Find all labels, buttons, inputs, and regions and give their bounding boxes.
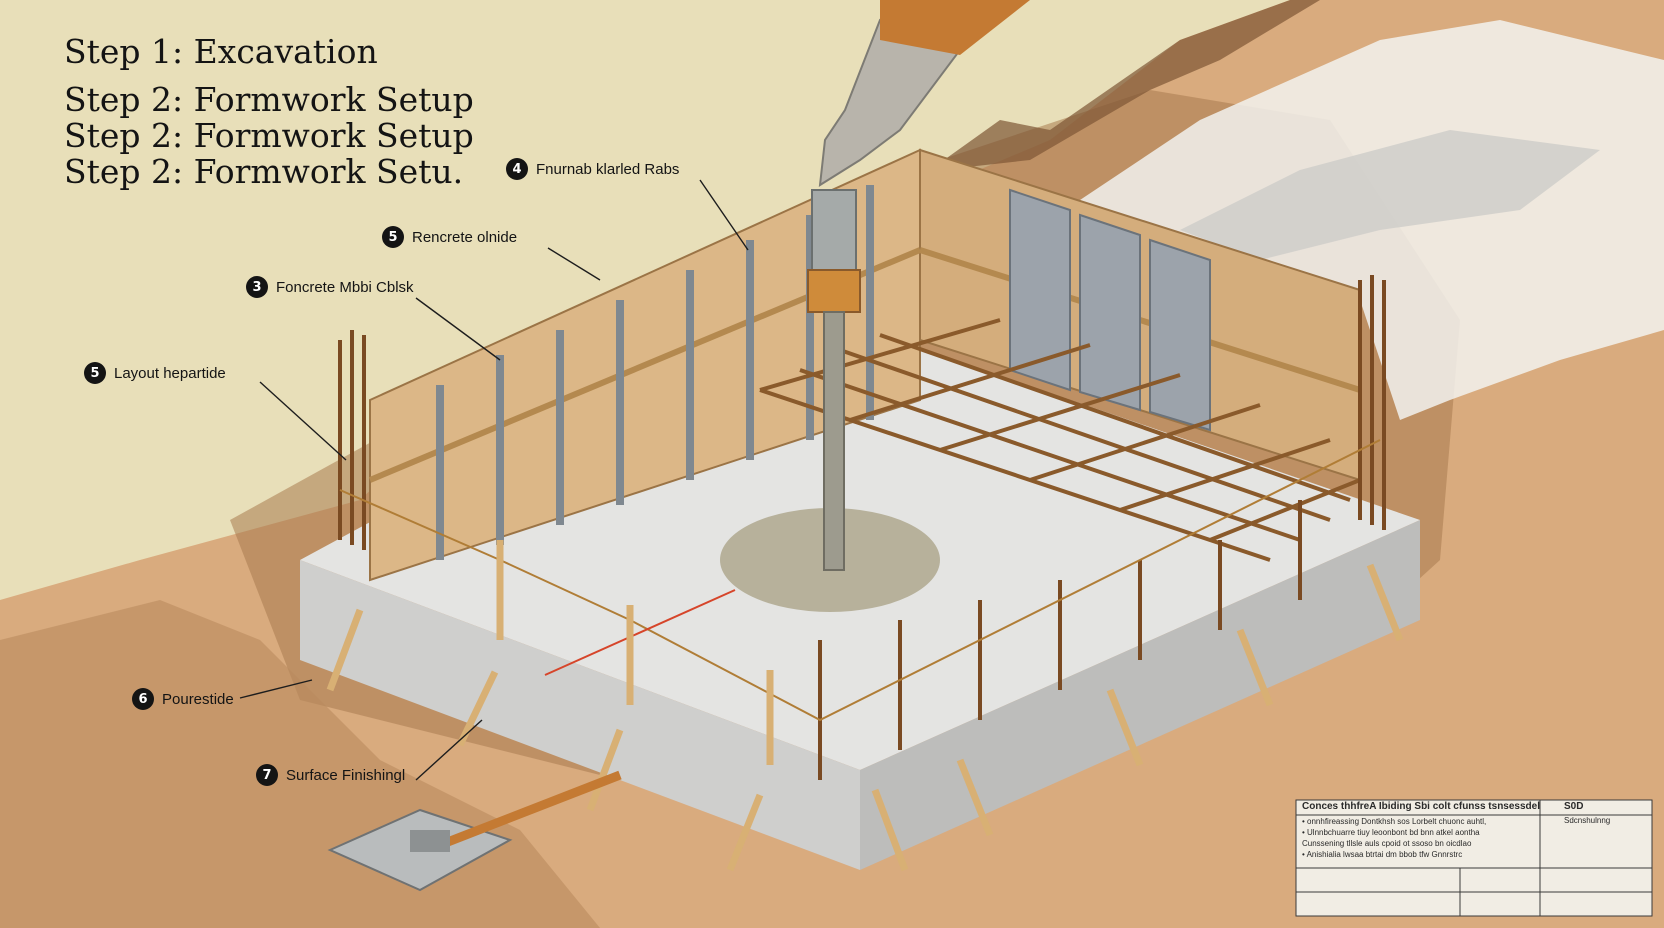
plastic-sheet-fold xyxy=(1180,130,1600,260)
slab-side-right xyxy=(860,520,1420,870)
callout-label: Surface Finishingl xyxy=(286,766,406,784)
chute-coupling xyxy=(807,269,861,313)
callout-number: 7 xyxy=(256,764,278,786)
title-block: Conces thhfreA Ibiding Sbi colt cfunss t… xyxy=(1296,800,1652,916)
title-block-frame xyxy=(1295,799,1653,917)
callout-label: Foncrete Mbbi Cblsk xyxy=(276,278,414,296)
callout-concrete-block: 3 Foncrete Mbbi Cblsk xyxy=(246,276,414,298)
trowel-bracket xyxy=(410,830,450,852)
step-1: Step 1: Excavation xyxy=(64,32,378,71)
callout-number: 5 xyxy=(84,362,106,384)
title-block-note: • onnhfireassing Dontkhsh sos Lorbelt ch… xyxy=(1302,817,1487,826)
title-block-note: Cunssening tllsle auls cpoid ot ssoso bn… xyxy=(1302,839,1472,848)
slab-side-front xyxy=(300,560,860,870)
steel-panels-back xyxy=(1009,188,1211,432)
callout-label: Fnurnab klarled Rabs xyxy=(536,160,680,178)
callout-label: Layout hepartide xyxy=(114,364,226,382)
layout-line-red xyxy=(544,589,736,676)
callout-number: 5 xyxy=(382,226,404,248)
discharge-hose xyxy=(823,311,845,571)
callout-layout: 5 Layout hepartide xyxy=(84,362,226,384)
step-list: Step 1: Excavation Step 2: Formwork Setu… xyxy=(64,34,474,190)
trowel-handle xyxy=(438,770,622,850)
callout-pour: 6 Pourestide xyxy=(132,688,234,710)
title-block-title: Conces thhfreA Ibiding Sbi colt cfunss t… xyxy=(1302,801,1541,812)
title-block-sub-code: Sdcnshulnng xyxy=(1564,816,1611,825)
wooden-stakes xyxy=(326,540,1404,872)
back-soil-edge xyxy=(860,0,1320,220)
callout-leaders xyxy=(239,179,749,781)
step-2-repeat: Step 2: Formwork Setup xyxy=(64,116,474,155)
callout-label: Rencrete olnide xyxy=(412,228,518,246)
title-block-note: • Ulnnbchuarre tiuy leoonbont bd bnn atk… xyxy=(1302,828,1480,837)
step-2: Step 2: Formwork Setup xyxy=(64,80,474,119)
steel-uprights-left xyxy=(436,185,874,560)
callout-concrete-outside: 5 Rencrete olnide xyxy=(382,226,517,248)
vertical-rebar xyxy=(338,275,1386,780)
pump-pipe-top xyxy=(880,0,1030,55)
step-2-truncated: Step 2: Formwork Setu. xyxy=(64,152,464,191)
title-block-note: • Anishialia lwsaa btrtai dm bbob tfw Gn… xyxy=(1302,850,1463,859)
callout-number: 3 xyxy=(246,276,268,298)
callout-label: Pourestide xyxy=(162,690,234,708)
rebar-mesh xyxy=(759,318,1361,562)
callout-number: 4 xyxy=(506,158,528,180)
callout-surface-finishing: 7 Surface Finishingl xyxy=(256,764,405,786)
concrete-chute xyxy=(818,18,962,187)
callout-number: 6 xyxy=(132,688,154,710)
callout-reinforced-rebars: 4 Fnurnab klarled Rabs xyxy=(506,158,679,180)
title-block-code: S0D xyxy=(1564,801,1584,812)
